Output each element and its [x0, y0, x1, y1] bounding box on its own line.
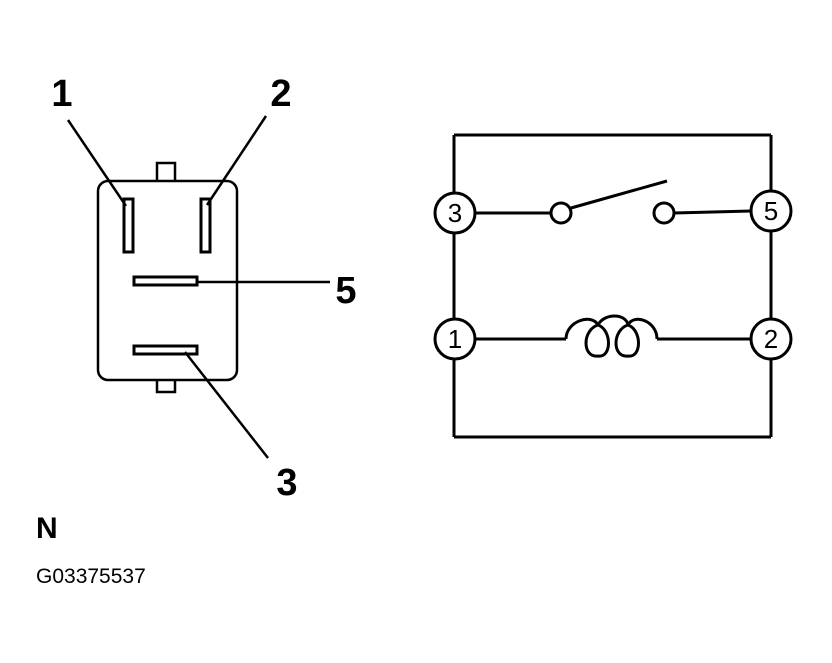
node-5-label: 5 — [764, 196, 778, 226]
relay-schematic — [433, 133, 793, 439]
relay-coil — [564, 314, 659, 358]
node-2-circle — [749, 317, 793, 361]
node-2-label: 2 — [764, 324, 778, 354]
callout-2: 2 — [270, 73, 291, 115]
terminal-1-blade — [122, 197, 135, 254]
callout-5: 5 — [335, 270, 356, 312]
callout-1: 1 — [51, 73, 72, 115]
node-1-circle — [433, 317, 477, 361]
view-letter: N — [36, 512, 58, 545]
switch-lead-right — [673, 209, 752, 215]
switch-contact-right — [652, 201, 676, 225]
callout-3: 3 — [276, 462, 297, 504]
switch-contact-left — [549, 201, 573, 225]
relay-connector-view — [66, 115, 330, 459]
terminal-2-blade — [199, 197, 212, 254]
node-3-circle — [433, 191, 477, 235]
figure-code: G03375537 — [36, 565, 146, 588]
node-3-label: 3 — [448, 198, 462, 228]
leader-line-3 — [184, 351, 269, 459]
node-5-circle — [749, 189, 793, 233]
leader-line-2 — [205, 115, 268, 206]
node-1-label: 1 — [448, 324, 462, 354]
terminal-3-blade — [132, 344, 199, 356]
leader-line-1 — [66, 119, 128, 207]
terminal-5-blade — [132, 275, 199, 287]
switch-arm — [570, 179, 668, 210]
